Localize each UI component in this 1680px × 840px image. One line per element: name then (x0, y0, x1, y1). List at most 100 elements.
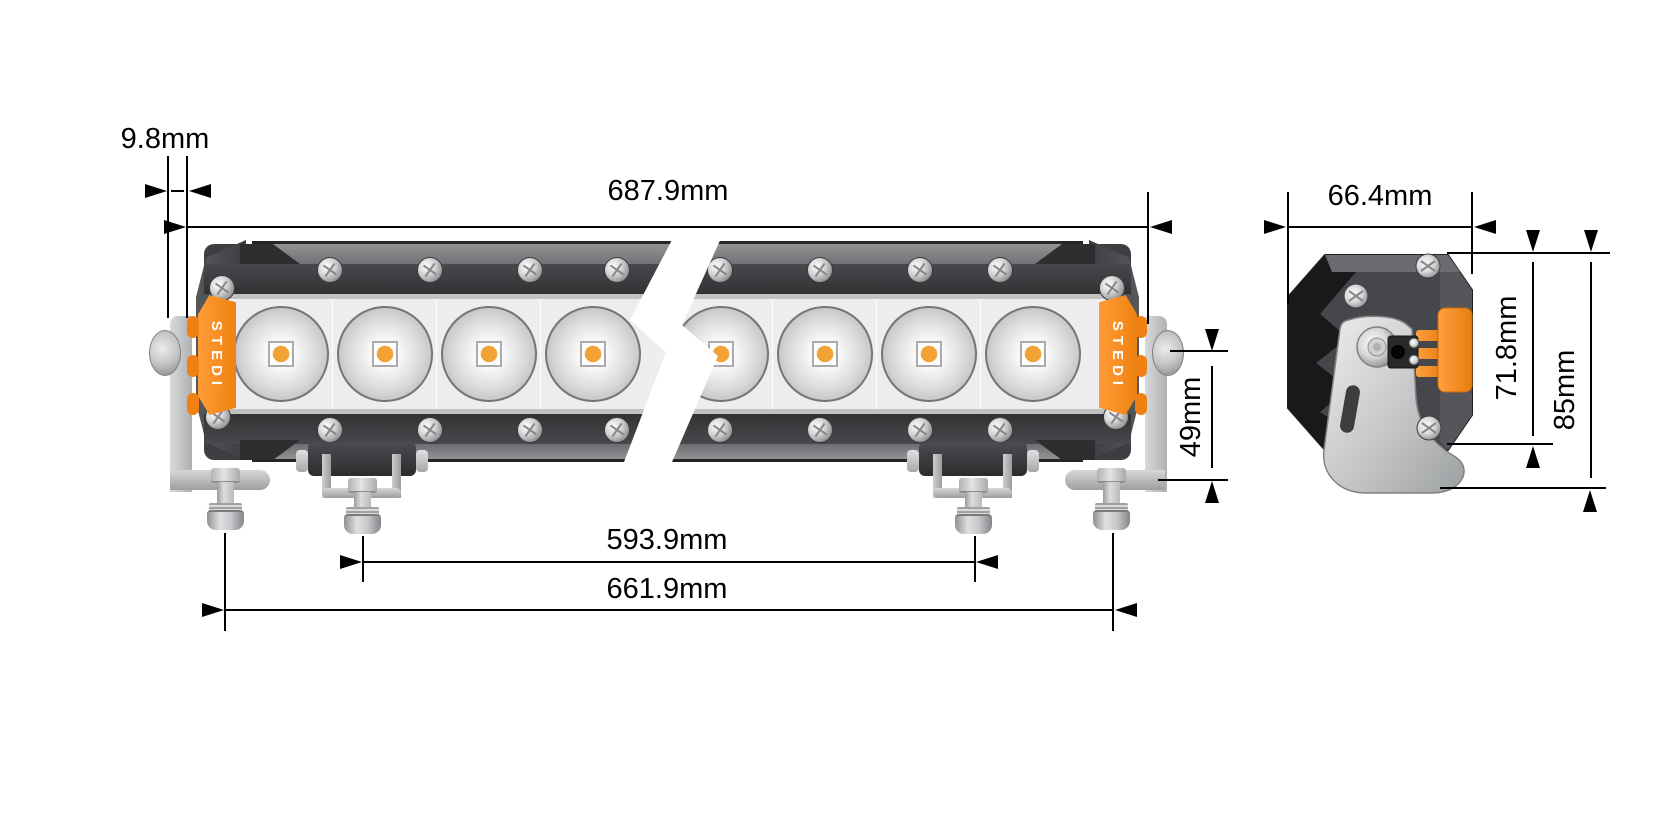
dim-body-height-label: 71.8mm (1491, 295, 1523, 401)
side-connector-orange (1437, 307, 1473, 393)
bracket-screw-icon (1356, 326, 1398, 368)
dimension-line (1532, 262, 1534, 436)
brand-text-left: STEDI (208, 320, 226, 390)
extension-line (1447, 443, 1553, 445)
dimension-line (1590, 262, 1592, 478)
extension-line (1471, 192, 1473, 274)
screw-icon (707, 417, 733, 443)
screw-icon (987, 257, 1013, 283)
screw-icon (987, 417, 1013, 443)
slide-mount-strap (322, 454, 331, 498)
dim-overall-width-label: 687.9mm (607, 175, 729, 207)
screw-icon (907, 257, 933, 283)
arrow-icon (164, 220, 186, 234)
screw-icon (1416, 415, 1442, 441)
led-pod (436, 299, 541, 409)
connector-prong (1416, 366, 1442, 377)
extension-line (1447, 252, 1610, 254)
slide-bolt-shaft (965, 492, 982, 509)
arrow-icon (1150, 220, 1172, 234)
screw-icon (907, 417, 933, 443)
slide-bolt-rings (957, 507, 990, 515)
dimension-line (187, 226, 1148, 228)
extension-line (1112, 533, 1114, 631)
arrow-icon (1584, 230, 1598, 252)
extension-line (1158, 479, 1228, 481)
connector-prong (1416, 330, 1442, 341)
slide-bolt-rings (346, 507, 379, 515)
screw-icon (1408, 337, 1420, 349)
led-pod (540, 299, 645, 409)
left-bracket-bolt-shaft (217, 482, 234, 504)
extension-line (974, 536, 976, 582)
slide-mount-pin (1027, 450, 1039, 472)
arrow-icon (1526, 230, 1540, 252)
led-pod (772, 299, 877, 409)
arrow-icon (1264, 220, 1286, 234)
led-pod (876, 299, 981, 409)
slide-mount-strap (392, 454, 401, 498)
endcap-tab (1135, 316, 1147, 338)
dim-inner-mount-spacing-label: 593.9mm (606, 524, 728, 556)
screw-icon (707, 257, 733, 283)
arrow-icon (1205, 329, 1219, 351)
dim-depth-label: 66.4mm (1327, 180, 1433, 212)
endcap-tab (187, 355, 199, 377)
screw-icon (604, 257, 630, 283)
connector-hole (1391, 345, 1405, 359)
arrow-icon (189, 184, 211, 198)
endcap-tab (187, 316, 199, 338)
side-mounting-bracket (1323, 315, 1465, 494)
screw-icon (807, 417, 833, 443)
led-pod (228, 299, 333, 409)
break-symbol (624, 236, 722, 462)
right-bracket-bolt-nut (1093, 510, 1130, 530)
slide-mount-pin (416, 450, 428, 472)
slide-bolt-nut (344, 514, 381, 534)
right-pivot-bolt-dome (1152, 330, 1184, 376)
dimension-line (363, 561, 975, 563)
extension-line (1170, 350, 1228, 352)
side-heatsink-fins (1288, 255, 1356, 450)
screw-icon (604, 417, 630, 443)
arrow-icon (340, 555, 362, 569)
screw-icon (807, 257, 833, 283)
dim-end-offset-label: 9.8mm (120, 123, 210, 155)
extension-line (167, 156, 169, 318)
slide-bolt-washer (348, 478, 377, 493)
dimension-line (1211, 366, 1213, 468)
endcap-tab (1135, 393, 1147, 415)
slide-bolt-shaft (354, 492, 371, 509)
screw-icon (1415, 253, 1441, 279)
extension-line (1147, 192, 1149, 324)
stedi-endcap-left: STEDI (198, 295, 236, 415)
dim-overall-height-label: 85mm (1549, 349, 1581, 431)
screw-icon (417, 417, 443, 443)
left-bracket-bolt-nut (207, 510, 244, 530)
slide-bolt-washer (959, 478, 988, 493)
extension-line (362, 536, 364, 582)
left-bracket-bolt-washer (211, 468, 240, 483)
slide-bolt-nut (955, 514, 992, 534)
arrow-icon (1205, 481, 1219, 503)
extension-line (1440, 487, 1606, 489)
bracket-slot (1340, 385, 1360, 433)
led-pod (332, 299, 437, 409)
arrow-icon (1526, 446, 1540, 468)
arrow-icon (976, 555, 998, 569)
dimension-line (1288, 226, 1472, 228)
arrow-icon (202, 603, 224, 617)
dim-outer-mount-spacing-label: 661.9mm (606, 573, 728, 605)
left-bracket-bolt-rings (209, 503, 242, 511)
screw-icon (1408, 354, 1420, 366)
endcap-tab (187, 393, 199, 415)
right-bracket-bolt-shaft (1103, 482, 1120, 504)
stedi-endcap-right: STEDI (1099, 295, 1137, 415)
extension-line (186, 156, 188, 318)
arrow-icon (1115, 603, 1137, 617)
slide-mount-pin (907, 450, 919, 472)
dimension-line (225, 609, 1113, 611)
led-pod (980, 299, 1085, 409)
slide-mount-pin (296, 450, 308, 472)
